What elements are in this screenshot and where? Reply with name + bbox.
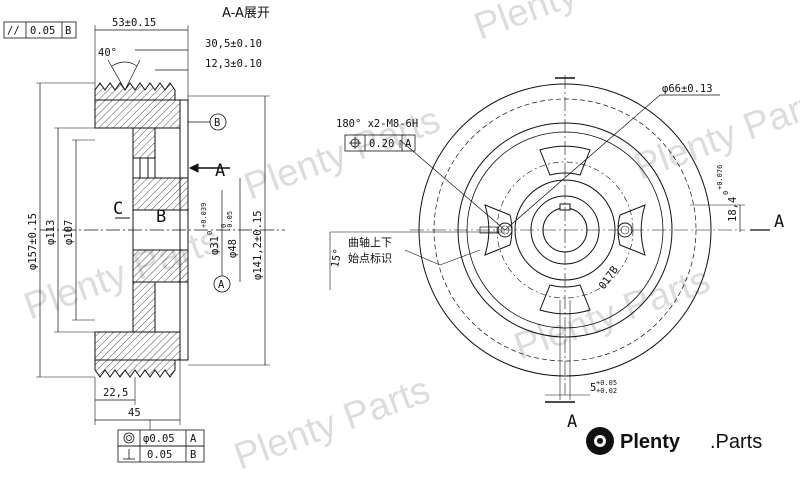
dim-diameter-31-tol-lo: 0 xyxy=(206,231,214,235)
dim-diameter-outer: φ157±0.15 xyxy=(27,213,39,270)
dim-diameter-66: φ66±0.13 xyxy=(662,83,713,95)
perpendicularity-value: 0.05 xyxy=(147,449,172,461)
dim-diameter-48: φ48 xyxy=(227,239,239,258)
dim-diameter-113: φ113 xyxy=(45,220,57,245)
spoke-opening-right xyxy=(617,204,646,256)
concentricity-value: φ0.05 xyxy=(143,433,175,445)
engraving-mark: 017B xyxy=(597,264,621,292)
dim-18: 18,4 xyxy=(727,197,739,222)
watermark-text: Plenty Parts xyxy=(469,0,676,48)
crank-note-line2: 始点标识 xyxy=(348,251,392,265)
dim-diameter-31: φ31 xyxy=(209,236,221,255)
front-view-labels: 180° x2-M8-6H 0.20 A φ66±0.13 18,4 +0.07… xyxy=(329,83,784,432)
thread-hole xyxy=(132,157,156,179)
section-mark-bottom: A xyxy=(567,412,577,432)
position-tol-datum: A xyxy=(405,138,412,150)
section-mark-right: A xyxy=(774,212,784,232)
perpendicularity-datum: B xyxy=(190,449,196,461)
flatness-datum: B xyxy=(65,25,71,37)
pulley-grooves-top xyxy=(94,82,176,101)
thread-spec: 180° x2-M8-6H xyxy=(336,118,418,130)
section-view xyxy=(3,21,285,463)
label-b: B xyxy=(156,207,166,227)
watermark-text: Plenty Parts xyxy=(229,369,436,479)
flatness-value: 0.05 xyxy=(30,25,55,37)
dim-width-mid: 30,5±0.10 xyxy=(205,38,262,50)
dim-angle: 40° xyxy=(98,47,117,59)
concentricity-datum: A xyxy=(190,433,197,445)
dim-diameter-141: φ141,2±0.15 xyxy=(252,210,264,280)
spoke-opening-bottom xyxy=(539,284,591,315)
section-title: A-A展开 xyxy=(222,6,270,21)
dim-diameter-48-tol-lo: -0.05 xyxy=(226,211,234,232)
brand-logo: Plenty .Parts xyxy=(586,427,762,455)
dim-diameter-107: φ107 xyxy=(63,220,75,245)
key-width: 5 xyxy=(590,382,596,394)
dim-diameter-31-tol: +0.039 xyxy=(200,203,208,228)
rim-bottom xyxy=(94,331,181,361)
dim-18-tol: +0.076 xyxy=(716,165,724,190)
dim-width-small: 12,3±0.10 xyxy=(205,58,262,70)
crank-note-line1: 曲轴上下 xyxy=(348,235,392,249)
label-c: C xyxy=(113,199,123,219)
datum-b-label: B xyxy=(214,117,220,129)
spoke-opening-top xyxy=(539,145,591,176)
watermark-text: Plenty Parts xyxy=(239,99,446,209)
datum-a-label: A xyxy=(218,279,225,291)
pulley-grooves-bottom xyxy=(94,359,176,378)
dim-width-total: 53±0.15 xyxy=(112,17,156,29)
flatness-symbol: // xyxy=(7,25,20,37)
position-tol-value: 0.20 xyxy=(369,138,394,150)
web-bottom xyxy=(132,281,156,333)
front-view xyxy=(329,75,770,403)
dim-width-45: 45 xyxy=(128,407,141,419)
dim-18-tol-lo: 0 xyxy=(722,191,730,195)
dim-width-22: 22,5 xyxy=(103,387,128,399)
brand-suffix: .Parts xyxy=(710,431,762,453)
angle-15: 15° xyxy=(329,248,344,269)
rim-top xyxy=(94,99,181,129)
spoke-opening-left xyxy=(484,204,513,256)
key-width-tol-lo: +0.02 xyxy=(596,387,617,395)
dim-diameter-48-tol: 0 xyxy=(220,224,228,228)
section-view-labels: // 0.05 B 53±0.15 40° 30,5±0.10 12,3±0.1… xyxy=(7,17,264,461)
section-mark-a: A xyxy=(215,161,225,181)
brand-name: Plenty xyxy=(620,431,681,453)
key-width-tol: +0.05 xyxy=(596,379,617,387)
